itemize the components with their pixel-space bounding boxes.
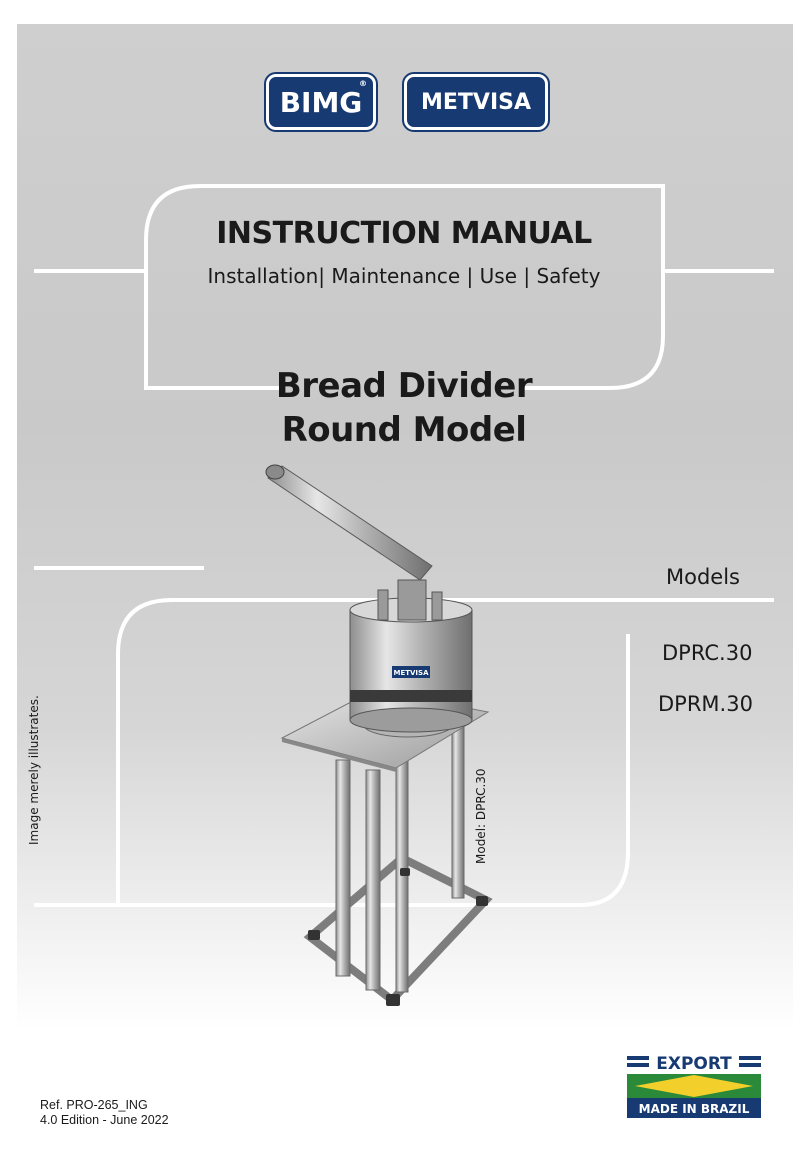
reference-code: Ref. PRO-265_ING <box>40 1098 148 1112</box>
model-item: DPRM.30 <box>658 692 753 716</box>
export-made-in-brazil-badge: EXPORT MADE IN BRAZIL <box>627 1054 761 1118</box>
metvisa-logo: METVISA <box>402 72 550 132</box>
model-caption: Model: DPRC.30 <box>474 768 488 864</box>
export-text: EXPORT <box>656 1054 732 1074</box>
manual-title: INSTRUCTION MANUAL <box>216 216 592 251</box>
right-bracket <box>34 634 630 907</box>
lower-frame <box>116 598 774 904</box>
model-item: DPRC.30 <box>662 641 753 665</box>
reference-block: Ref. PRO-265_ING 4.0 Edition - June 2022 <box>40 1098 169 1128</box>
product-title-line2: Round Model <box>281 410 527 450</box>
top-frame <box>34 184 665 390</box>
models-label: Models <box>666 565 740 589</box>
machine-badge: METVISA <box>393 669 429 677</box>
product-title-line1: Bread Divider <box>275 366 533 406</box>
image-disclaimer: Image merely illustrates. <box>27 695 41 845</box>
made-in-brazil-text: MADE IN BRAZIL <box>639 1102 750 1116</box>
manual-subtitle: Installation| Maintenance | Use | Safety <box>207 264 601 288</box>
edition-line: 4.0 Edition - June 2022 <box>40 1113 169 1127</box>
bimg-logo: BIMG® <box>264 72 378 132</box>
